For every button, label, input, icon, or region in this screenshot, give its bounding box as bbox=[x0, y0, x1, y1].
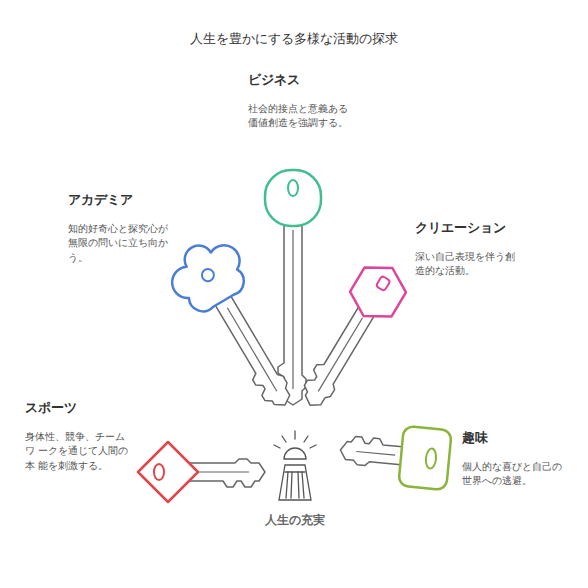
activity-heading: クリエーション bbox=[415, 220, 527, 237]
activity-description: 個人的な喜びと自己の 世界への逃避。 bbox=[462, 460, 574, 489]
activity-callout: 趣味個人的な喜びと自己の 世界への逃避。 bbox=[462, 430, 574, 491]
activity-heading: アカデミア bbox=[68, 192, 173, 209]
activity-callout: ビジネス社会的接点と意義ある 価値創造を強調する。 bbox=[248, 72, 360, 133]
activity-description: 知的好奇心と探究心が 無限の問いに立ち向か う。 bbox=[68, 222, 173, 266]
activity-description: 社会的接点と意義ある 価値創造を強調する。 bbox=[248, 102, 360, 131]
activity-heading: 趣味 bbox=[462, 430, 574, 447]
key-icon bbox=[160, 229, 316, 424]
activity-heading: スポーツ bbox=[25, 400, 131, 417]
activity-description: 身体性、競争、チームワ ークを通じて人間の本 能を刺激する。 bbox=[25, 430, 131, 474]
key-icon bbox=[138, 442, 265, 502]
activity-callout: クリエーション深い自己表現を伴う創 造的な活動。 bbox=[415, 220, 527, 281]
key-icon bbox=[338, 420, 452, 490]
activity-heading: ビジネス bbox=[248, 72, 360, 89]
person-icon bbox=[274, 431, 316, 500]
key-icon bbox=[289, 256, 413, 418]
activity-callout: スポーツ身体性、競争、チームワ ークを通じて人間の本 能を刺激する。 bbox=[25, 400, 131, 476]
center-label: 人生の充実 bbox=[225, 512, 365, 529]
activity-callout: アカデミア知的好奇心と探究心が 無限の問いに立ち向か う。 bbox=[68, 192, 173, 268]
activity-description: 深い自己表現を伴う創 造的な活動。 bbox=[415, 250, 527, 279]
diagram-title: 人生を豊かにする多様な活動の探求 bbox=[0, 30, 588, 48]
